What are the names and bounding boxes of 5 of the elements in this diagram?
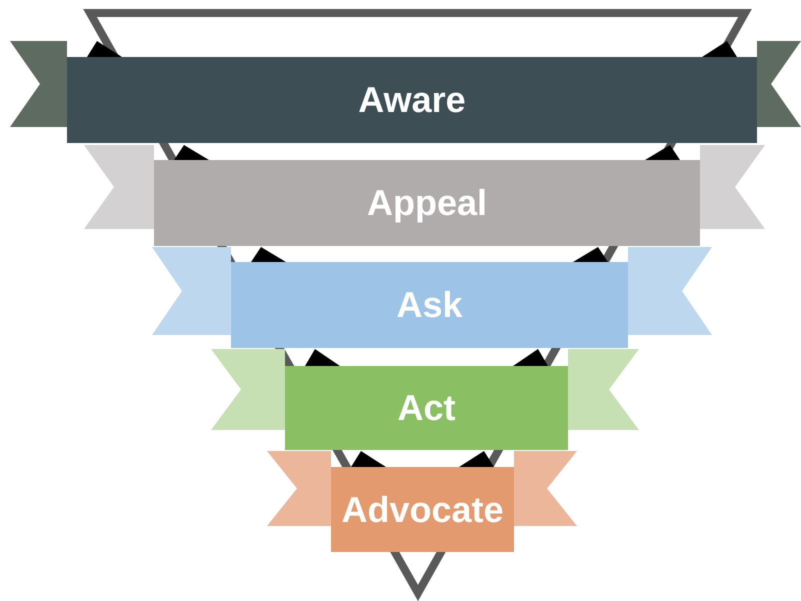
ribbon-banner: Ask — [231, 262, 628, 348]
ribbon-banner: Aware — [67, 57, 757, 143]
ribbon-banner: Appeal — [154, 160, 700, 246]
ribbon-banner: Act — [285, 366, 568, 450]
ribbon-banner: Advocate — [331, 467, 514, 552]
